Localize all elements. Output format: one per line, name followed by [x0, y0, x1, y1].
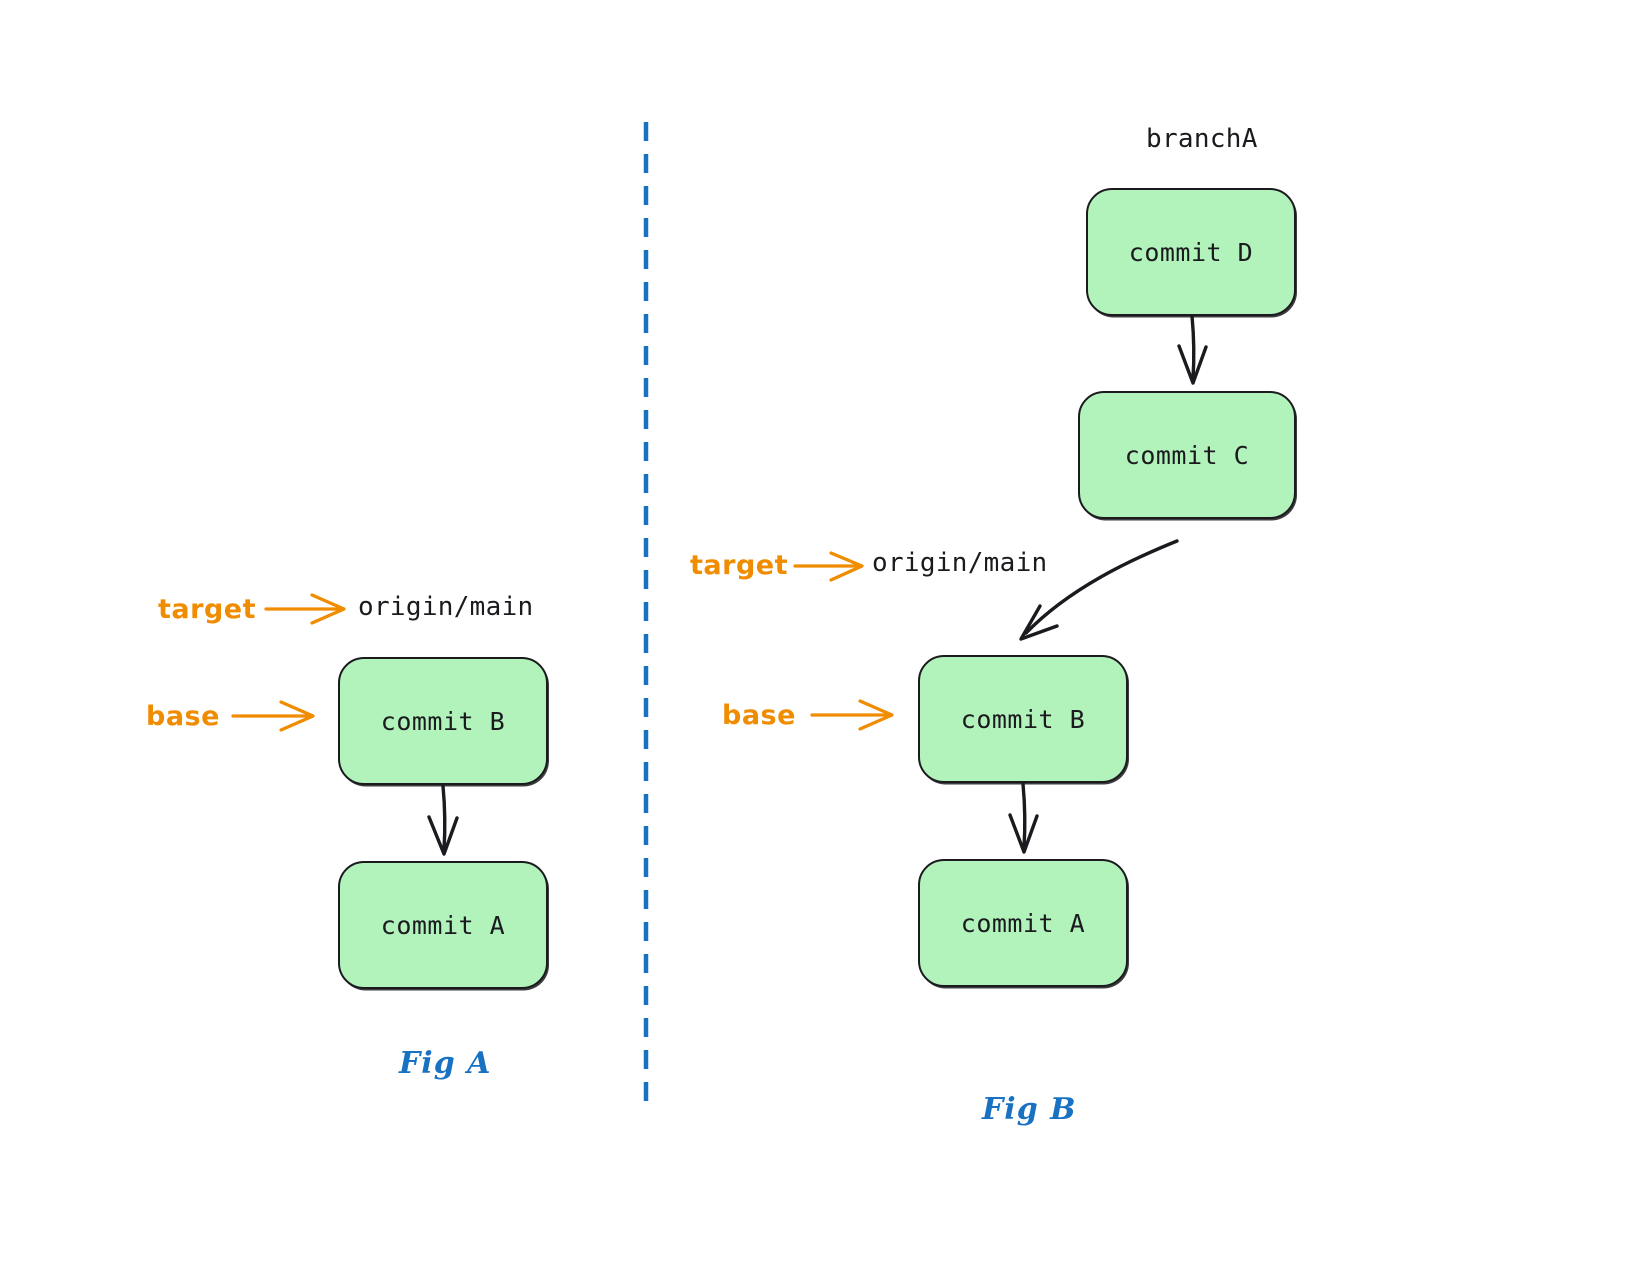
pointer-label-target-b: target: [690, 550, 788, 581]
commit-node-label: commit D: [1128, 237, 1254, 267]
edge-commit-b-to-commit-a-a: [427, 784, 459, 856]
branch-label-brancha: branchA: [1146, 124, 1258, 154]
commit-node-b-fig-b[interactable]: commit B: [918, 655, 1128, 783]
ref-label-origin-main-a: origin/main: [358, 592, 534, 622]
figure-caption-b: Fig B: [982, 1092, 1077, 1127]
ref-label-origin-main-b: origin/main: [872, 548, 1048, 578]
pointer-arrow-target-a: [264, 593, 346, 625]
pointer-arrow-base-b: [810, 699, 894, 731]
figure-caption-a: Fig A: [399, 1046, 492, 1081]
pointer-arrow-target-b: [793, 551, 864, 582]
commit-node-a-fig-a[interactable]: commit A: [338, 861, 548, 989]
commit-node-d-fig-b[interactable]: commit D: [1086, 188, 1296, 316]
commit-node-c-fig-b[interactable]: commit C: [1078, 391, 1296, 519]
pointer-label-base-b: base: [722, 700, 796, 731]
commit-node-label: commit B: [960, 704, 1086, 734]
commit-node-label: commit C: [1124, 440, 1250, 470]
pointer-arrow-base-a: [231, 700, 315, 732]
commit-node-label: commit A: [960, 908, 1086, 938]
edge-commit-d-to-commit-c: [1177, 314, 1208, 385]
edge-commit-b-to-commit-a-b: [1008, 782, 1039, 854]
commit-node-b-fig-a[interactable]: commit B: [338, 657, 548, 785]
pointer-label-target-a: target: [158, 594, 256, 625]
commit-node-label: commit B: [380, 706, 506, 736]
pointer-label-base-a: base: [146, 701, 220, 732]
commit-node-a-fig-b[interactable]: commit A: [918, 859, 1128, 987]
commit-node-label: commit A: [380, 910, 506, 940]
